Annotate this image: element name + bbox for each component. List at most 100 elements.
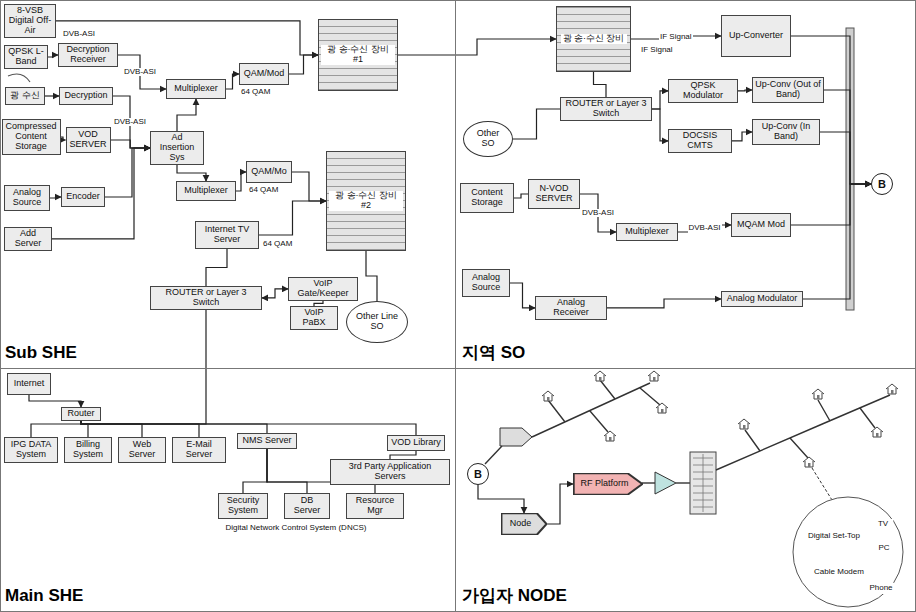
connector bbox=[510, 283, 535, 308]
equipment-box: VoIP Gate/Keeper bbox=[288, 277, 358, 301]
connector bbox=[48, 55, 58, 57]
region-title: Sub SHE bbox=[5, 344, 77, 363]
site-ellipse: Other SO bbox=[463, 121, 513, 157]
node-text: QAM/Mod bbox=[244, 69, 285, 79]
connector bbox=[81, 421, 267, 433]
node-text: Decryption Receiver bbox=[61, 45, 115, 65]
equipment-box: DOCSIS CMTS bbox=[668, 129, 732, 153]
device-label: Cable Modem bbox=[810, 567, 868, 578]
node-text: DOCSIS CMTS bbox=[671, 131, 729, 151]
houses bbox=[542, 371, 898, 467]
node-text: 광 수신 bbox=[10, 91, 40, 101]
connector bbox=[45, 95, 59, 96]
node-text: Multiplexer bbox=[184, 186, 228, 196]
equipment-box: Up-Conv (Out of Band) bbox=[752, 77, 824, 103]
edge-label: DVB-ASI bbox=[581, 209, 615, 218]
equipment-box: NMS Server bbox=[237, 433, 297, 449]
equipment-box: Router bbox=[61, 407, 101, 421]
connector bbox=[243, 449, 267, 493]
connector bbox=[514, 194, 528, 198]
node-text: Cable Modem bbox=[814, 568, 864, 577]
device-label: Phone bbox=[866, 583, 897, 594]
equipment-box: Resource Mgr bbox=[346, 493, 404, 519]
node-text: Node bbox=[510, 519, 532, 529]
node-text: VoIP PaBX bbox=[293, 308, 335, 328]
equipment-box: Analog Source bbox=[4, 185, 50, 211]
node-text: Multiplexer bbox=[625, 227, 669, 237]
equipment-box: Decryption bbox=[59, 87, 113, 105]
node-pentagon: Node bbox=[501, 513, 547, 535]
equipment-box: Internet bbox=[7, 373, 51, 395]
equipment-box: Add Server bbox=[4, 227, 52, 251]
connector bbox=[791, 184, 871, 225]
connector bbox=[226, 74, 239, 89]
equipment-box: QPSK Modulator bbox=[668, 79, 738, 103]
connector bbox=[732, 132, 752, 141]
device-label: TV bbox=[873, 519, 893, 530]
equipment-box: QAM/Mo bbox=[246, 161, 292, 183]
device-label: Digital Set-Top bbox=[801, 531, 867, 542]
region-panel: 지역 SO광 송·수신 장비Up-ConverterQPSK Modulator… bbox=[455, 0, 916, 369]
equipment-box: Compressed Content Storage bbox=[2, 119, 61, 155]
node-text: Decryption bbox=[64, 91, 107, 101]
signal-label: 64 QAM bbox=[248, 186, 279, 195]
connector bbox=[177, 165, 206, 181]
edge-label: DVB-ASI bbox=[113, 118, 147, 127]
equipment-box: Multiplexer bbox=[176, 181, 236, 201]
equipment-box: 광 수신 bbox=[5, 87, 45, 105]
connector bbox=[580, 194, 616, 232]
node-text: IPG DATA System bbox=[7, 440, 55, 460]
node-pentagon: RF Platform bbox=[573, 473, 643, 495]
connector bbox=[105, 148, 150, 197]
equipment-box: Up-Conv (In Band) bbox=[752, 119, 820, 145]
region-panel: Sub SHE8-VSB Digital Off-AirQPSK L-BandD… bbox=[0, 0, 456, 369]
pentagon-shape bbox=[574, 473, 643, 495]
node-text: 8-VSB Digital Off-Air bbox=[7, 6, 53, 36]
node-text: 광 송·수신 장비 bbox=[561, 34, 627, 44]
equipment-box: E-Mail Server bbox=[172, 437, 226, 463]
equipment-box: 8-VSB Digital Off-Air bbox=[4, 4, 56, 38]
node-text: VOD SERVER bbox=[69, 130, 108, 150]
node-text: Add Server bbox=[7, 229, 49, 249]
connector bbox=[513, 109, 560, 139]
equipment-box: QAM/Mod bbox=[239, 63, 289, 85]
equipment-box: 3rd Party Application Servers bbox=[330, 459, 450, 485]
link-circle: B bbox=[871, 173, 893, 195]
equipment-box: Security System bbox=[218, 493, 268, 519]
region-title: 지역 SO bbox=[462, 344, 525, 363]
connector bbox=[118, 55, 166, 89]
node-text: 광 송·수신 장비 #1 bbox=[321, 45, 395, 65]
equipment-box: N-VOD SERVER bbox=[528, 179, 580, 209]
node-text: B bbox=[474, 468, 482, 480]
node-text: Multiplexer bbox=[174, 84, 218, 94]
connector bbox=[206, 249, 227, 286]
node-text: TV bbox=[878, 520, 888, 529]
node-text: Internet bbox=[14, 379, 45, 389]
node-text: RF Platform bbox=[580, 479, 628, 489]
signal-label: 64 QAM bbox=[262, 240, 293, 249]
equipment-box: IPG DATA System bbox=[4, 437, 58, 463]
equipment-box: Analog Modulator bbox=[721, 291, 803, 307]
node-text: Digital Set-Top bbox=[808, 532, 860, 541]
connector bbox=[289, 55, 318, 74]
signal-label: DVB-ASI bbox=[62, 30, 96, 39]
node-text: B bbox=[878, 178, 886, 190]
node-text: 광 송·수신 장비 #2 bbox=[329, 191, 403, 211]
node-text: PC bbox=[878, 544, 889, 553]
optical-rack: 광 송·수신 장비 #1 bbox=[318, 19, 398, 91]
node-text: N-VOD SERVER bbox=[531, 184, 577, 204]
node-text: Ad Insertion Sys bbox=[153, 133, 201, 163]
pentagon-shape bbox=[501, 513, 546, 535]
edge-label: DVB-ASI bbox=[688, 224, 722, 233]
node-text: ROUTER or Layer 3 Switch bbox=[153, 288, 259, 308]
region-title: Main SHE bbox=[5, 587, 83, 606]
node-text: 3rd Party Application Servers bbox=[333, 462, 447, 482]
node-text: VOD Library bbox=[391, 438, 441, 448]
connector bbox=[652, 91, 668, 109]
connector bbox=[52, 148, 150, 239]
equipment-box: DB Server bbox=[284, 493, 330, 519]
device-label: PC bbox=[875, 543, 894, 554]
optical-rack: 광 송·수신 장비 bbox=[556, 6, 631, 72]
equipment-box: Analog Receiver bbox=[535, 296, 607, 320]
signal-label: 64 QAM bbox=[240, 88, 271, 97]
